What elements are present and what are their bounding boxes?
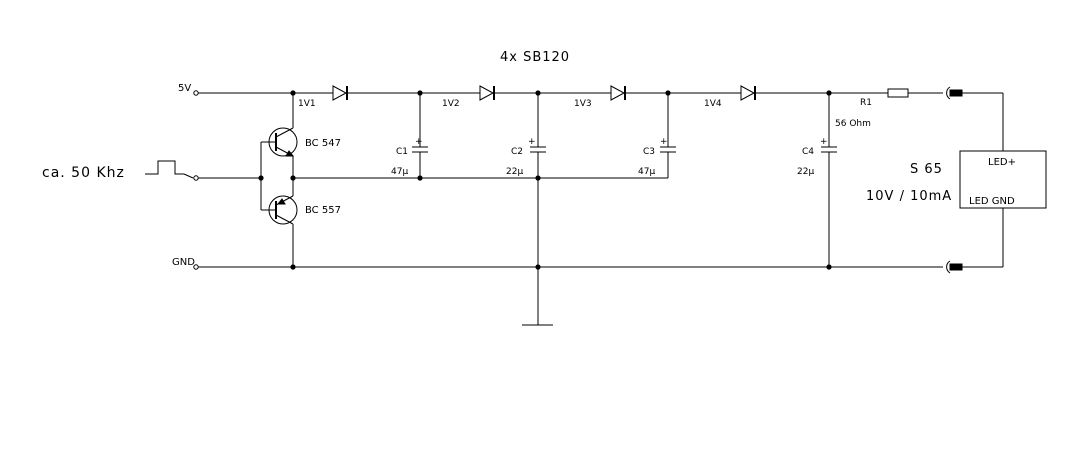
gnd-net-label: GND xyxy=(172,257,195,268)
capacitor-c4 xyxy=(821,93,837,267)
led-module-box xyxy=(959,150,1047,209)
capacitor-c3-value: 47µ xyxy=(638,167,655,177)
diode-1v2 xyxy=(479,85,495,101)
diode-label-1v2: 1V2 xyxy=(442,99,460,109)
capacitor-c3-plus: + xyxy=(660,137,668,147)
resistor-value: 56 Ohm xyxy=(835,119,871,129)
capacitor-c1-value: 47µ xyxy=(391,167,408,177)
square-wave-icon xyxy=(145,160,184,175)
capacitor-c2-plus: + xyxy=(528,137,536,147)
input-terminal xyxy=(193,175,199,181)
diode-label-1v3: 1V3 xyxy=(574,99,592,109)
led-module-pin-gnd: LED GND xyxy=(969,196,1015,207)
vcc-terminal xyxy=(193,90,199,96)
capacitor-c4-value: 22µ xyxy=(797,167,814,177)
connector-led-plus xyxy=(946,86,963,100)
capacitor-c1-ref: C1 xyxy=(396,147,408,157)
led-module-name: S 65 xyxy=(910,162,943,177)
input-signal-label: ca. 50 Khz xyxy=(42,165,125,181)
capacitor-c4-plus: + xyxy=(820,137,828,147)
vcc-net-label: 5V xyxy=(178,83,191,94)
diode-type-title: 4x SB120 xyxy=(500,50,570,65)
input-wire xyxy=(183,173,194,179)
capacitor-c2-value: 22µ xyxy=(506,167,523,177)
diode-1v3 xyxy=(610,85,626,101)
capacitor-c1-plus: + xyxy=(415,137,423,147)
capacitor-c3 xyxy=(660,93,676,178)
capacitor-c2-ref: C2 xyxy=(511,147,523,157)
capacitor-c1 xyxy=(412,93,428,178)
diode-1v4 xyxy=(740,85,756,101)
gnd-terminal xyxy=(193,264,199,270)
capacitor-c4-ref: C4 xyxy=(802,147,814,157)
transistor-upper-label: BC 547 xyxy=(305,138,341,149)
resistor-r1 xyxy=(887,88,909,98)
capacitor-c3-ref: C3 xyxy=(643,147,655,157)
led-module-pin-plus: LED+ xyxy=(988,157,1016,168)
transistor-bc557 xyxy=(268,195,298,225)
transistor-lower-label: BC 557 xyxy=(305,205,341,216)
connector-led-gnd xyxy=(946,260,963,274)
diode-label-1v4: 1V4 xyxy=(704,99,722,109)
resistor-ref: R1 xyxy=(860,98,872,108)
diode-1v1 xyxy=(332,85,348,101)
diode-label-1v1: 1V1 xyxy=(298,99,316,109)
led-module-rating: 10V / 10mA xyxy=(866,189,952,204)
capacitor-c2 xyxy=(530,93,546,325)
